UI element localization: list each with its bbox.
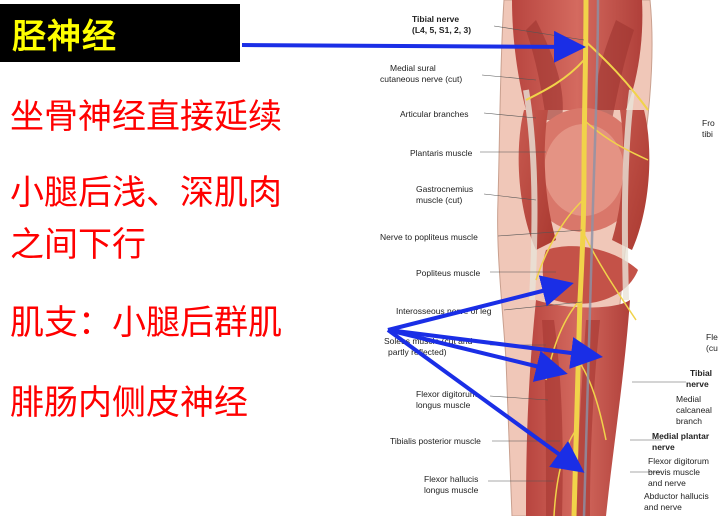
label-tibial-right-2: nerve (686, 379, 709, 389)
label-articular-branches: Articular branches (400, 109, 469, 119)
label-medial-calcaneal-3: branch (676, 416, 702, 426)
label-fhl-2: longus muscle (424, 485, 479, 495)
label-popliteus: Popliteus muscle (416, 268, 481, 278)
leg-anatomy-drawing (480, 0, 686, 517)
slide-title: 胫神经 (12, 16, 117, 57)
label-medial-sural: Medial sural (390, 63, 436, 73)
label-medial-plantar: Medial plantar (652, 431, 710, 441)
label-fdb-3: and nerve (648, 478, 686, 488)
label-medial-sural-2: cutaneous nerve (cut) (380, 74, 463, 84)
leg-anatomy-illustration: Tibial nerve (L4, 5, S1, 2, 3) Medial su… (380, 0, 720, 517)
label-medial-calcaneal: Medial (676, 394, 702, 404)
title-box: 胫神经 (0, 4, 240, 62)
label-abductor-hallucis-2: and nerve (644, 502, 682, 512)
label-interosseous: Interosseous nerve of leg (396, 306, 492, 316)
text-line-1: 坐骨神经直接延续 (10, 97, 282, 137)
label-nerve-to-popliteus: Nerve to popliteus muscle (380, 232, 478, 242)
label-medial-plantar-2: nerve (652, 442, 675, 452)
text-line-5: 腓肠内侧皮神经 (10, 383, 248, 423)
label-right-fro: Fro (702, 118, 715, 128)
label-right-cut: (cu (706, 343, 718, 353)
text-line-2: 小腿后浅、深肌肉 (10, 173, 282, 213)
label-fdb: Flexor digitorum (648, 456, 709, 466)
label-right-tibi: tibi (702, 129, 713, 139)
label-fdl-2: longus muscle (416, 400, 471, 410)
label-tibial-roots: (L4, 5, S1, 2, 3) (412, 25, 472, 35)
label-fdb-2: brevis muscle (648, 467, 700, 477)
label-medial-calcaneal-2: calcaneal (676, 405, 712, 415)
label-plantaris: Plantaris muscle (410, 148, 473, 158)
arrow-muscle-branch-3 (387, 328, 568, 382)
label-tibial-nerve: Tibial nerve (412, 14, 460, 24)
arrow-muscle-branch-1 (387, 275, 574, 332)
label-fhl: Flexor hallucis (424, 474, 479, 484)
label-tibial-right: Tibial (690, 368, 713, 378)
text-line-4: 肌支：小腿后群肌 (10, 303, 282, 343)
arrow-muscle-branch-4 (386, 328, 585, 473)
label-gastrocnemius: Gastrocnemius (416, 184, 474, 194)
label-abductor-hallucis: Abductor hallucis (644, 491, 709, 501)
label-gastrocnemius-2: muscle (cut) (416, 195, 463, 205)
label-fdl: Flexor digitorum (416, 389, 477, 399)
text-line-3: 之间下行 (10, 225, 146, 265)
arrow-title-to-tibial-nerve (241, 30, 586, 63)
label-right-fle: Fle (706, 332, 718, 342)
label-tibialis-posterior: Tibialis posterior muscle (390, 436, 481, 446)
